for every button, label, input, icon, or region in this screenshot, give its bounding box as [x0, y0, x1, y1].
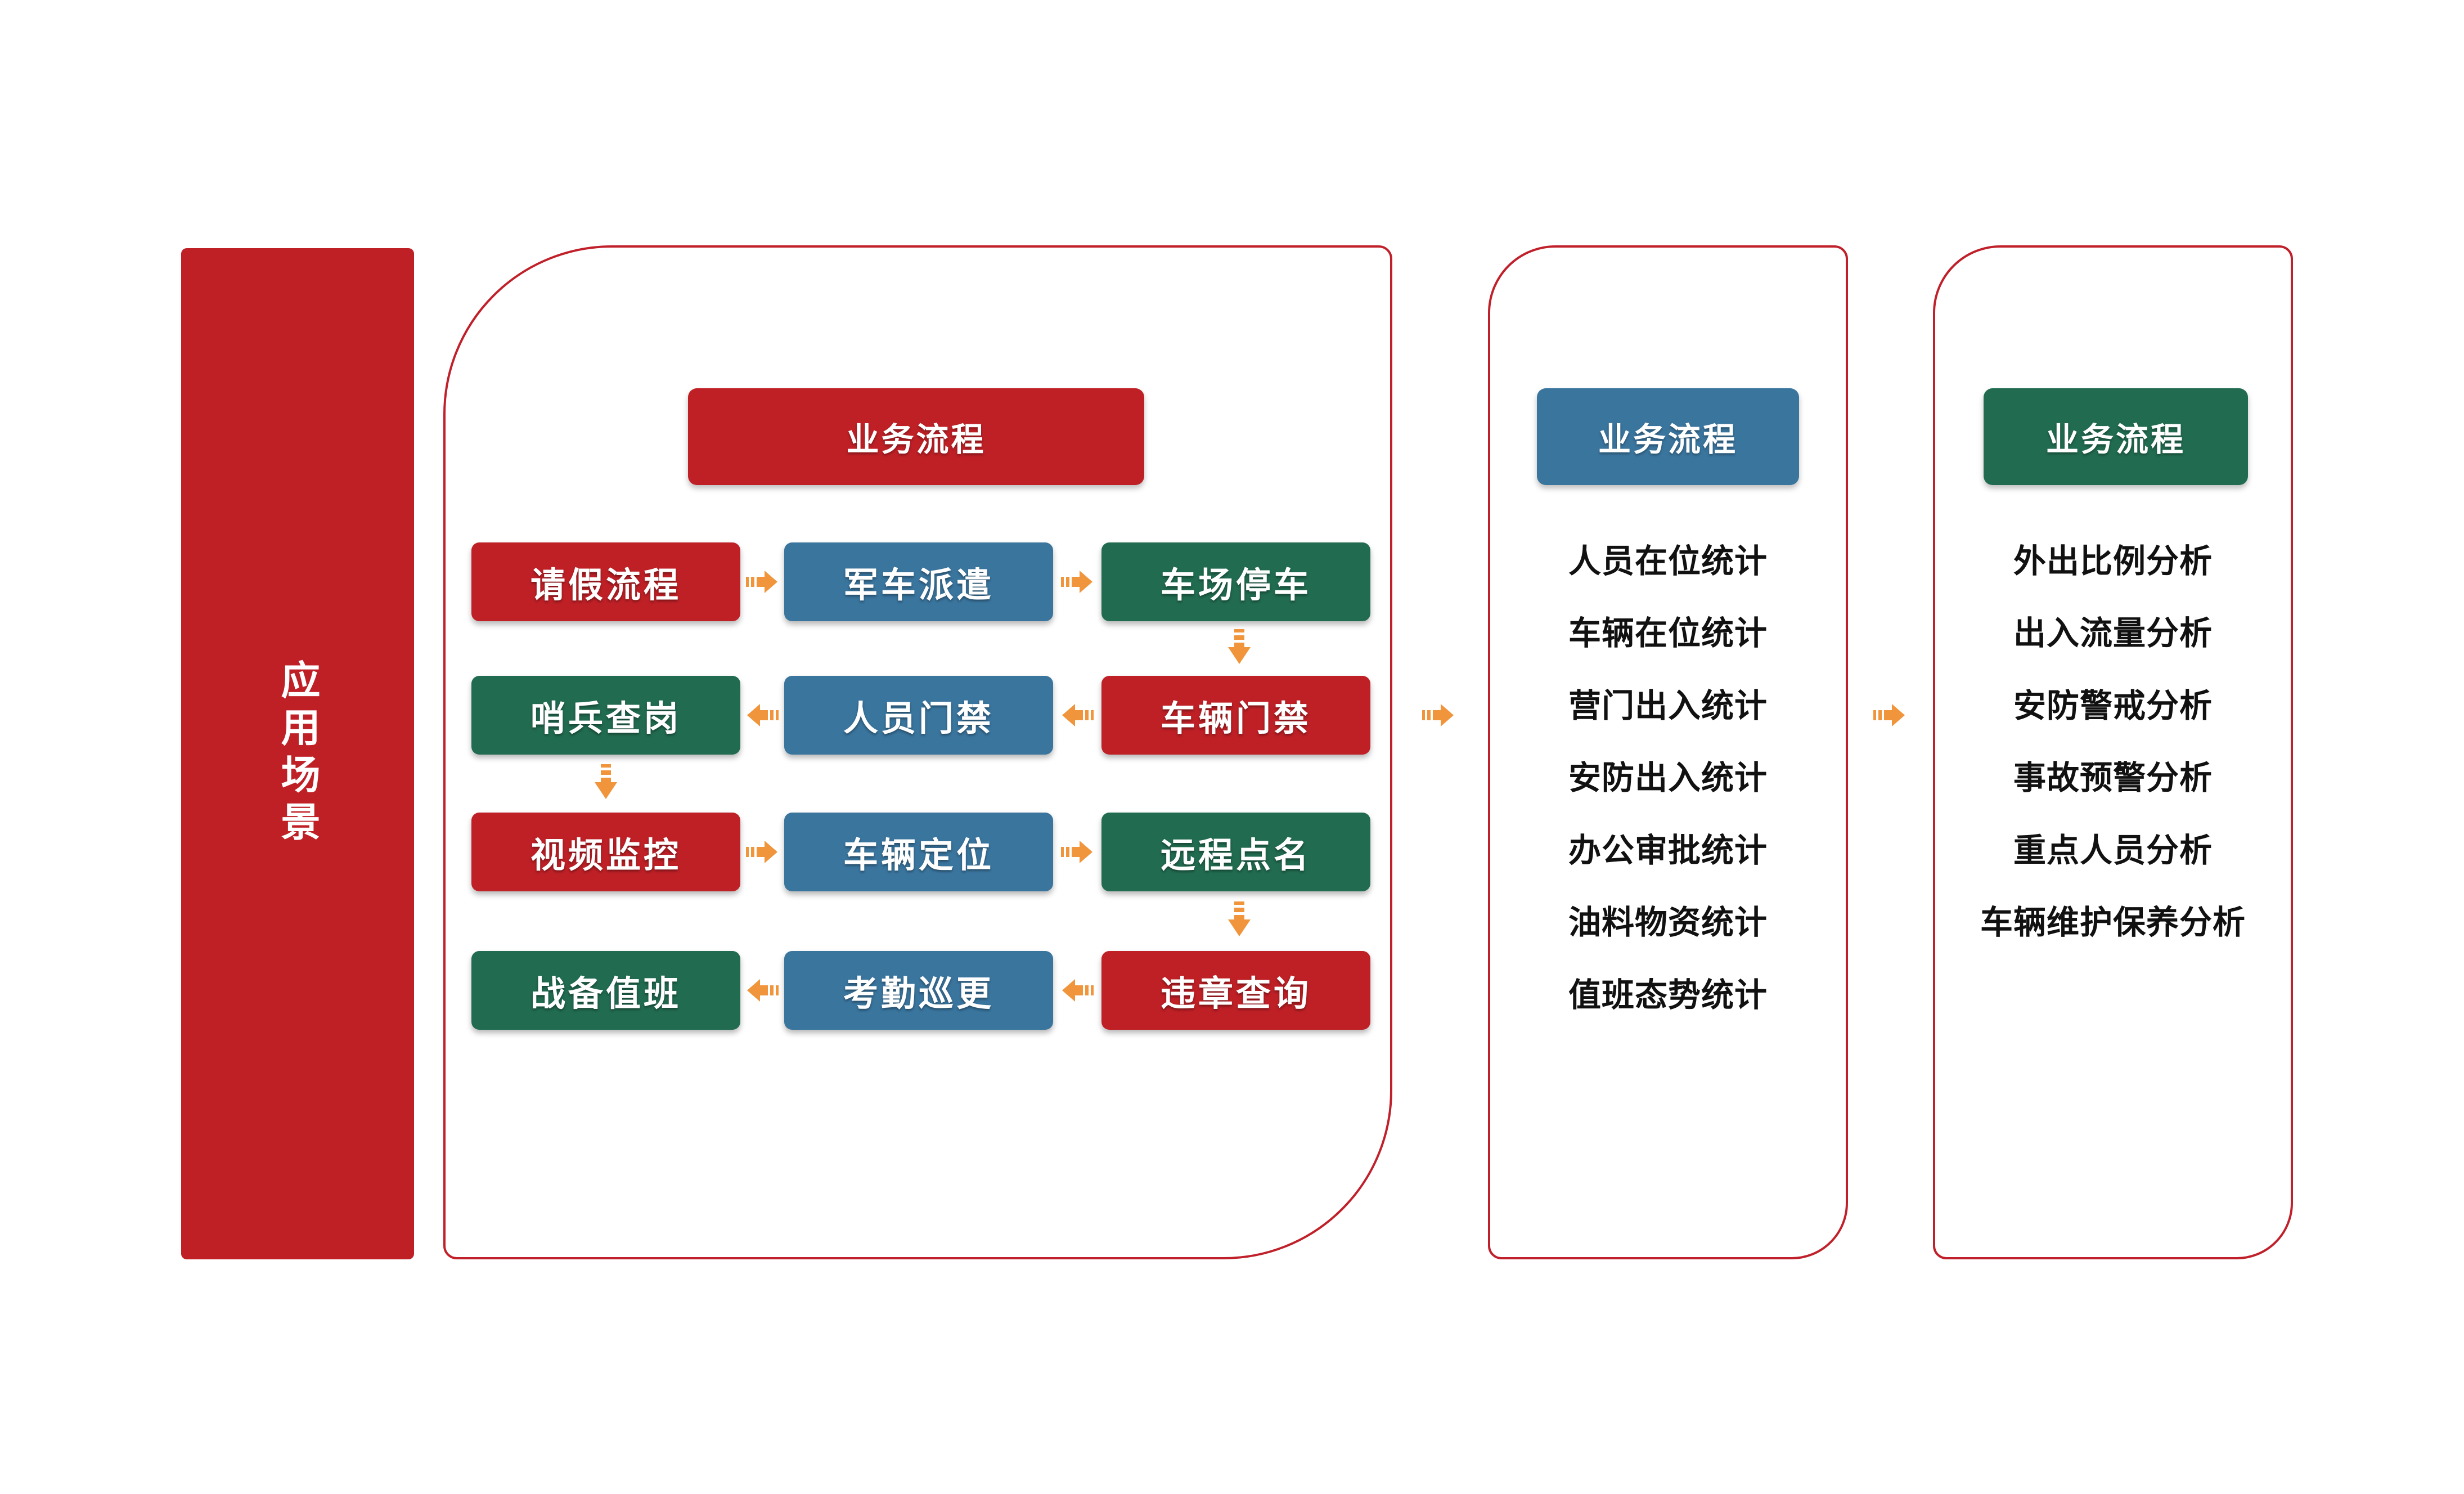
flow-node-label: 哨兵查岗 [530, 698, 681, 739]
flow-node-violation-query: 违章查询 [1101, 951, 1370, 1030]
flow-node-military-vehicle-dispatch: 军车派遣 [784, 542, 1053, 621]
flow-node-label: 违章查询 [1160, 973, 1311, 1014]
flow-node-label: 考勤巡更 [843, 973, 994, 1014]
flow-node-vehicle-positioning: 车辆定位 [784, 813, 1053, 891]
striped-arrow-right-icon [1422, 703, 1455, 728]
flow-node-label: 远程点名 [1160, 835, 1311, 876]
panel2-header: 业务流程 [1537, 388, 1799, 485]
flow-node-attendance-patrol: 考勤巡更 [784, 951, 1053, 1030]
flow-node-leave-process: 请假流程 [471, 542, 740, 621]
striped-arrow-left-icon [1061, 703, 1094, 728]
flow-node-label: 视频监控 [530, 835, 681, 876]
flow-node-label: 车辆定位 [843, 835, 994, 876]
flow-node-vehicle-access: 车辆门禁 [1101, 676, 1370, 755]
flow-node-label: 人员门禁 [843, 698, 994, 739]
flow-node-label: 车场停车 [1160, 564, 1311, 605]
panel1-header: 业务流程 [688, 388, 1144, 485]
striped-arrow-left-icon [1061, 978, 1094, 1003]
list-item: 车辆维护保养分析 [1980, 903, 2246, 941]
list-item: 安防警戒分析 [2013, 687, 2213, 725]
striped-arrow-right-icon [746, 840, 779, 864]
striped-arrow-left-icon [746, 978, 779, 1003]
striped-arrow-down-icon [1227, 629, 1252, 665]
striped-arrow-right-icon [1061, 840, 1094, 864]
flow-node-combat-duty: 战备值班 [471, 951, 740, 1030]
flow-node-label: 军车派遣 [843, 564, 994, 605]
list-item: 事故预警分析 [2013, 759, 2213, 797]
panel3-header-label: 业务流程 [2045, 420, 2186, 459]
flow-node-remote-rollcall: 远程点名 [1101, 813, 1370, 891]
list-item: 营门出入统计 [1568, 687, 1768, 725]
list-item: 重点人员分析 [2013, 831, 2213, 869]
flow-node-personnel-access: 人员门禁 [784, 676, 1053, 755]
flow-node-label: 车辆门禁 [1160, 698, 1311, 739]
flow-node-video-surveillance: 视频监控 [471, 813, 740, 891]
flow-node-label: 战备值班 [530, 973, 681, 1014]
striped-arrow-down-icon [1227, 901, 1252, 937]
list-item: 值班态势统计 [1568, 976, 1768, 1014]
striped-arrow-right-icon [1061, 569, 1094, 594]
list-item: 车辆在位统计 [1568, 614, 1768, 652]
panel1-header-label: 业务流程 [846, 420, 986, 459]
sidebar-application-scenarios: 应用场景 [181, 248, 414, 1259]
list-item: 外出比例分析 [2013, 542, 2213, 580]
striped-arrow-left-icon [746, 703, 779, 728]
list-item: 安防出入统计 [1568, 759, 1768, 797]
list-item: 办公审批统计 [1568, 831, 1768, 869]
striped-arrow-right-icon [746, 569, 779, 594]
list-item: 油料物资统计 [1568, 903, 1768, 941]
flow-node-label: 请假流程 [530, 564, 681, 605]
panel2-header-label: 业务流程 [1598, 420, 1738, 459]
sidebar-label: 应用场景 [275, 659, 321, 849]
striped-arrow-right-icon [1873, 703, 1906, 728]
panel3-header: 业务流程 [1984, 388, 2248, 485]
flow-node-parking: 车场停车 [1101, 542, 1370, 621]
flow-node-sentry-inspection: 哨兵查岗 [471, 676, 740, 755]
list-item: 出入流量分析 [2013, 614, 2213, 652]
striped-arrow-down-icon [593, 764, 618, 800]
list-item: 人员在位统计 [1568, 542, 1768, 580]
